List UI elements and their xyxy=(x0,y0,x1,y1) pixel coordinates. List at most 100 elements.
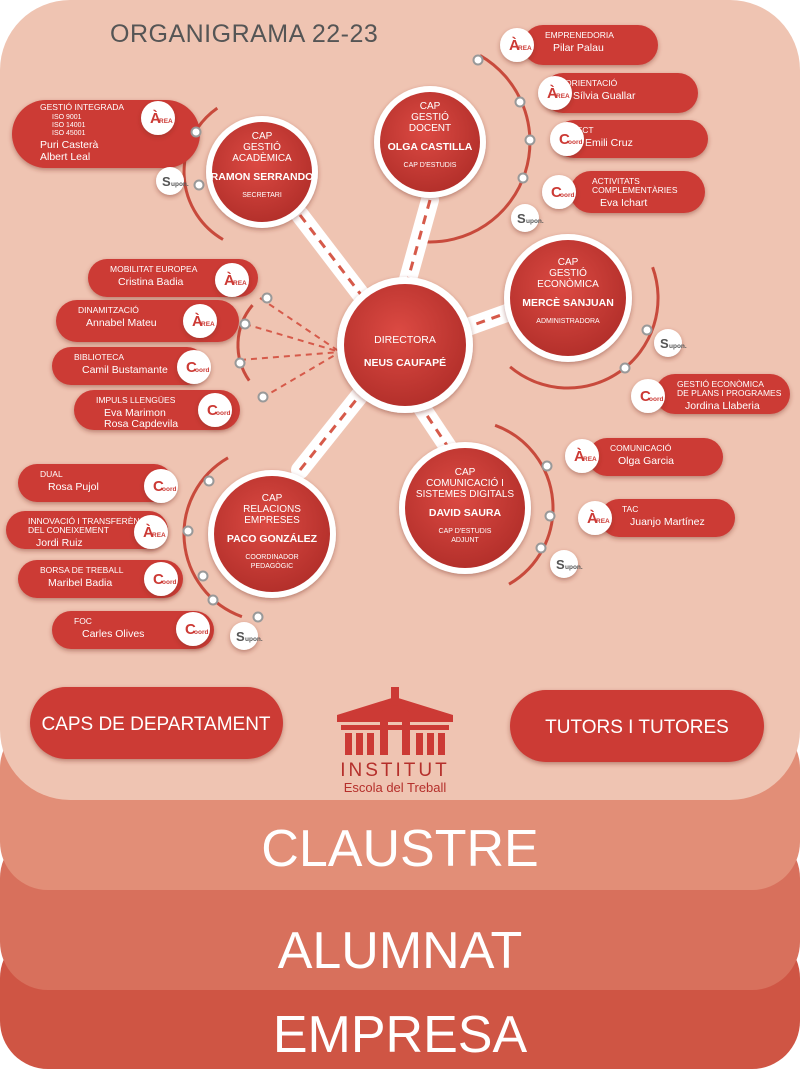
area-badge-initial: À xyxy=(574,448,585,465)
coord-badge-disc xyxy=(542,175,576,209)
arc-economica xyxy=(509,266,660,390)
supon-badge-disc xyxy=(230,622,258,650)
supon-badge-initial: S xyxy=(236,629,245,644)
card-person: Carles Olives xyxy=(82,628,144,640)
supon-badge-initial: S xyxy=(517,211,526,226)
hub-line: CAP xyxy=(558,257,579,268)
card-extra: ISO 9001 xyxy=(52,114,82,121)
area-badge-suffix: REA xyxy=(518,45,532,52)
dashed-link-1 xyxy=(259,297,341,353)
supon-badge-suffix: upon. xyxy=(669,343,687,350)
hub-directora-disc xyxy=(344,284,466,406)
coord-badge-suffix: oord xyxy=(568,139,582,146)
supon-badge-disc xyxy=(156,167,184,195)
connector-dot xyxy=(619,362,631,374)
card-title: TAC xyxy=(622,504,638,514)
card-extra: DE PLANS I PROGRAMES xyxy=(677,388,782,398)
card-comunicacio-shape xyxy=(588,438,723,476)
page-title: ORGANIGRAMA 22-23 xyxy=(110,20,378,48)
supon-badge-suffix: upon. xyxy=(245,636,263,643)
card-title: MOBILITAT EUROPEA xyxy=(110,264,198,274)
coord-badge-initial: C xyxy=(207,402,218,419)
card-extra: DEL CONEIXEMENT xyxy=(28,525,109,535)
supon-badge-initial: S xyxy=(556,557,565,572)
hub-line: CAP xyxy=(420,101,441,112)
connector-dot xyxy=(541,460,553,472)
card-person: Jordina Llaberia xyxy=(685,400,760,412)
connector-dot xyxy=(544,510,556,522)
area-badge-initial: À xyxy=(192,313,203,330)
card-tac-shape xyxy=(600,499,735,537)
coord-badge-initial: C xyxy=(186,359,197,376)
coord-badge-suffix: oord xyxy=(194,629,208,636)
coord-badge-suffix: oord xyxy=(162,486,176,493)
supon-badge-suffix: upon. xyxy=(171,181,189,188)
card-person: Albert Leal xyxy=(40,151,90,163)
supon-badge-initial: S xyxy=(660,336,669,351)
connector-dot xyxy=(524,134,536,146)
hub-economica-disc xyxy=(510,240,626,356)
card-title: INNOVACIÓ I TRANSFERÈNCIA xyxy=(28,516,154,526)
card-person: Jordi Ruiz xyxy=(36,537,83,549)
card-title: EMPRENEDORIA xyxy=(545,30,614,40)
layer-empresa-label: EMPRESA xyxy=(273,1006,528,1064)
card-mobilitat-shape xyxy=(88,259,258,297)
connector-dot xyxy=(261,292,273,304)
card-dual-shape xyxy=(18,464,173,502)
dashed-link-4 xyxy=(261,351,341,399)
hub-name: DAVID SAURA xyxy=(429,507,502,519)
connector-dot xyxy=(182,525,194,537)
area-badge-disc xyxy=(538,76,572,110)
card-activitats-shape xyxy=(570,171,705,213)
card-title: ORIENTACIÓ xyxy=(565,78,618,88)
caps-de-departament-pill[interactable]: CAPS DE DEPARTAMENT xyxy=(30,687,283,759)
area-badge-disc xyxy=(565,439,599,473)
hub-name: PACO GONZÁLEZ xyxy=(227,532,318,545)
coord-badge-suffix: oord xyxy=(216,410,230,417)
area-badge-suffix: REA xyxy=(556,93,570,100)
card-title: GESTIÓ INTEGRADA xyxy=(40,102,124,112)
card-title: FCT xyxy=(577,125,594,135)
tutors-i-tutores-pill[interactable]: TUTORS I TUTORES xyxy=(510,690,764,762)
coord-badge-disc xyxy=(144,469,178,503)
card-person: Juanjo Martínez xyxy=(630,516,705,528)
hub-directora-name: NEUS CAUFAPÉ xyxy=(364,356,446,369)
card-tac[interactable]: TAC Juanjo Martínez xyxy=(600,499,735,537)
area-badge-initial: À xyxy=(547,85,558,102)
coord-badge-disc xyxy=(198,393,232,427)
supon-badge-suffix: upon. xyxy=(526,218,544,225)
hub-sub: SECRETARI xyxy=(242,192,282,199)
supon-badge-initial: S xyxy=(162,174,171,189)
card-gestio-plans-shape xyxy=(655,374,790,414)
card-innovacio-shape xyxy=(6,511,168,549)
card-person: Rosa Capdevila xyxy=(104,418,178,430)
dashed-link-3 xyxy=(239,351,341,361)
